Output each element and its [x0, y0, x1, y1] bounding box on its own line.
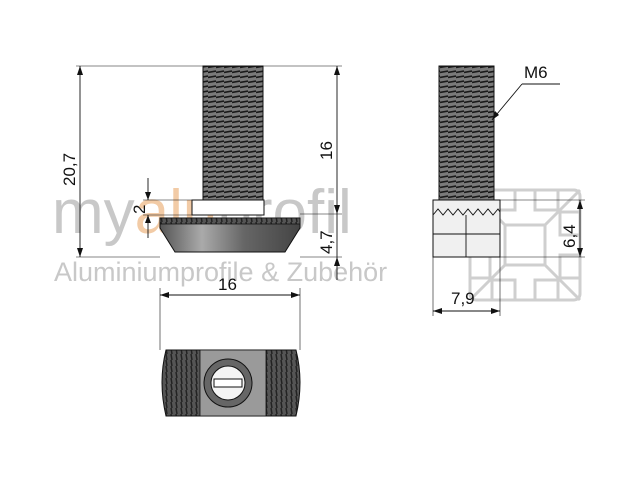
dim-thread-length: 16 — [317, 141, 336, 160]
side-thread — [438, 65, 495, 201]
side-nut — [432, 199, 501, 258]
slot-icon — [213, 378, 243, 388]
dim-head-step: 2 — [130, 205, 149, 214]
dim-nut-height: 4,7 — [317, 230, 336, 254]
bolt-thread — [202, 65, 264, 201]
front-view: 20,7 2 16 4,7 — [60, 65, 342, 280]
side-view: M6 6,4 7,9 — [432, 63, 585, 316]
watermark: myaluprofil Aluminiumprofile & Zubehör — [52, 178, 582, 302]
dim-nut-width: 16 — [218, 275, 237, 294]
dim-side-height: 6,4 — [560, 224, 579, 248]
dim-side-length: 7,9 — [451, 289, 475, 308]
dim-overall-height: 20,7 — [60, 153, 79, 186]
top-view: 16 — [159, 275, 301, 417]
watermark-subtitle: Aluminiumprofile & Zubehör — [54, 257, 387, 287]
bolt-head — [191, 199, 265, 216]
thread-label: M6 — [524, 63, 548, 82]
